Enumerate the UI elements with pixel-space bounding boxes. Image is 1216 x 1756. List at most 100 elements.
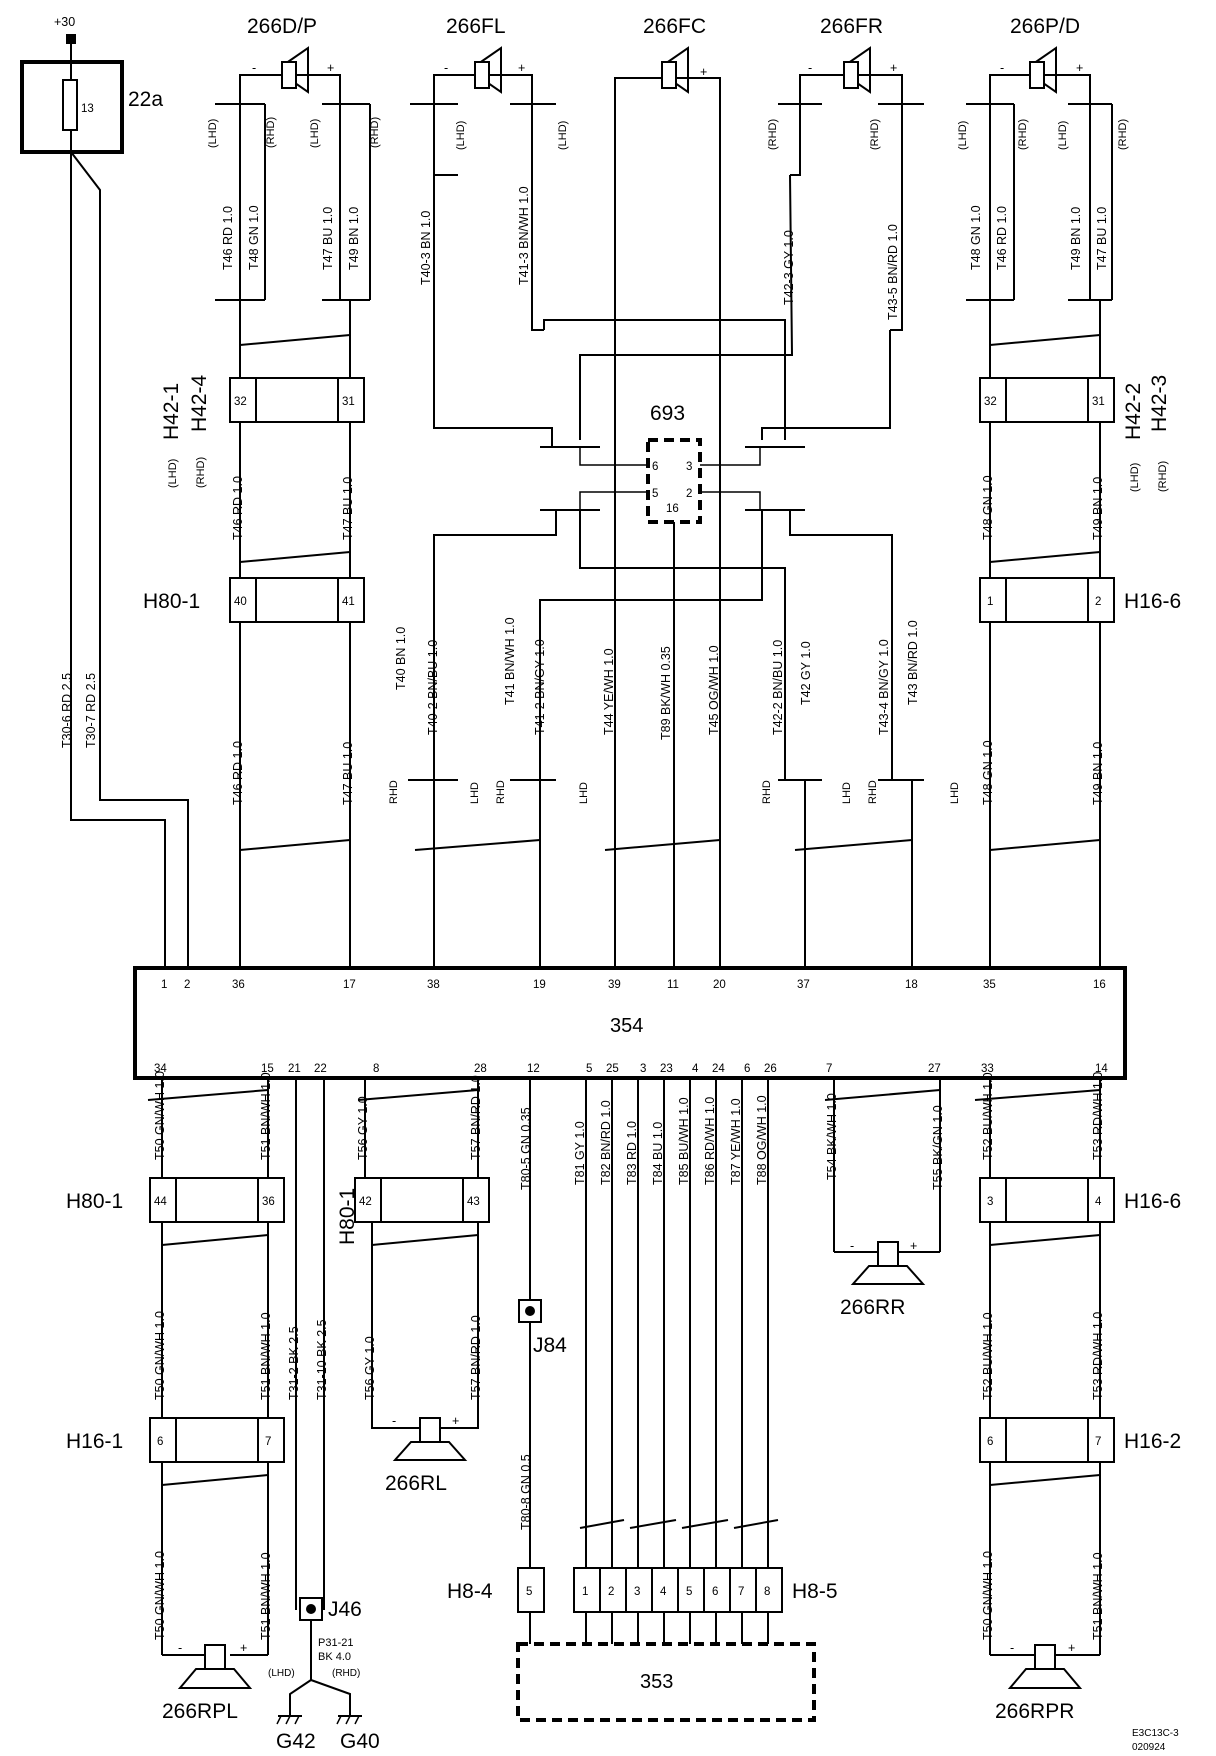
svg-text:21: 21 bbox=[288, 1063, 301, 1075]
svg-text:T49 BN 1.0: T49 BN 1.0 bbox=[1091, 477, 1105, 540]
svg-text:23: 23 bbox=[660, 1063, 673, 1075]
svg-text:T48 GN 1.0: T48 GN 1.0 bbox=[969, 205, 983, 270]
svg-text:15: 15 bbox=[261, 1063, 274, 1075]
speaker-266d-p: 266D/P - + (LHD) (RHD) (LHD) (RHD) T46 R… bbox=[207, 15, 381, 301]
svg-text:(RHD): (RHD) bbox=[265, 117, 277, 148]
svg-text:H42-1: H42-1 bbox=[160, 383, 183, 440]
svg-text:8: 8 bbox=[764, 1586, 770, 1598]
svg-text:RHD: RHD bbox=[867, 780, 879, 804]
svg-text:H16-6: H16-6 bbox=[1124, 1190, 1181, 1213]
svg-text:H16-6: H16-6 bbox=[1124, 590, 1181, 613]
svg-text:(RHD): (RHD) bbox=[767, 119, 779, 150]
svg-text:T48 GN 1.0: T48 GN 1.0 bbox=[247, 205, 261, 270]
svg-text:(RHD): (RHD) bbox=[369, 117, 381, 148]
svg-text:24: 24 bbox=[712, 1063, 725, 1075]
svg-text:J84: J84 bbox=[533, 1334, 567, 1357]
svg-text:36: 36 bbox=[232, 979, 245, 991]
svg-text:36: 36 bbox=[262, 1196, 275, 1208]
svg-text:H42-3: H42-3 bbox=[1148, 375, 1171, 432]
svg-text:T85 BU/WH 1.0: T85 BU/WH 1.0 bbox=[677, 1097, 691, 1185]
svg-text:T89 BK/WH 0.35: T89 BK/WH 0.35 bbox=[659, 646, 673, 740]
svg-text:T53 RD/WH 1.0: T53 RD/WH 1.0 bbox=[1091, 1312, 1105, 1400]
svg-text:T52 BU/WH 1.0: T52 BU/WH 1.0 bbox=[981, 1072, 995, 1160]
svg-text:37: 37 bbox=[797, 979, 810, 991]
svg-text:8: 8 bbox=[373, 1063, 379, 1075]
svg-text:1: 1 bbox=[161, 979, 167, 991]
svg-text:6: 6 bbox=[744, 1063, 750, 1075]
svg-text:T49 BN 1.0: T49 BN 1.0 bbox=[347, 207, 361, 270]
svg-text:T51 BN/WH 1.0: T51 BN/WH 1.0 bbox=[1091, 1552, 1105, 1640]
svg-text:T50 GN/WH 1.0: T50 GN/WH 1.0 bbox=[981, 1551, 995, 1640]
svg-text:+: + bbox=[910, 1239, 917, 1253]
svg-text:20: 20 bbox=[713, 979, 726, 991]
svg-text:27: 27 bbox=[928, 1063, 941, 1075]
svg-text:+: + bbox=[1068, 1641, 1075, 1655]
svg-text:T50 GN/WH 1.0: T50 GN/WH 1.0 bbox=[153, 1551, 167, 1640]
svg-text:T40-3 BN 1.0: T40-3 BN 1.0 bbox=[419, 211, 433, 285]
svg-text:5: 5 bbox=[686, 1586, 692, 1598]
svg-text:1: 1 bbox=[582, 1586, 588, 1598]
rear-right-chain: T54 BK/WH 1.0 T55 BK/GN 1.0 - + 266RR bbox=[824, 1078, 945, 1319]
svg-text:H80-1: H80-1 bbox=[66, 1190, 123, 1213]
svg-text:34: 34 bbox=[154, 1063, 167, 1075]
svg-text:T53 RD/WH 1.0: T53 RD/WH 1.0 bbox=[1091, 1072, 1105, 1160]
svg-text:RHD: RHD bbox=[495, 780, 507, 804]
svg-text:5: 5 bbox=[586, 1063, 592, 1075]
svg-text:19: 19 bbox=[533, 979, 546, 991]
svg-text:T47 BU 1.0: T47 BU 1.0 bbox=[1095, 207, 1109, 270]
svg-text:(LHD): (LHD) bbox=[557, 121, 569, 150]
svg-text:266RL: 266RL bbox=[385, 1472, 447, 1495]
svg-text:T84 BU 1.0: T84 BU 1.0 bbox=[651, 1122, 665, 1185]
svg-text:T55 BK/GN 1.0: T55 BK/GN 1.0 bbox=[931, 1105, 945, 1190]
svg-text:25: 25 bbox=[606, 1063, 619, 1075]
svg-text:T87 YE/WH 1.0: T87 YE/WH 1.0 bbox=[729, 1098, 743, 1185]
speaker-icon bbox=[392, 1441, 468, 1461]
speaker-266fl: 266FL - + (LHD) (LHD) T40-3 BN 1.0 T41-3… bbox=[410, 15, 569, 331]
connector-h42-left: 32 31 H42-1 H42-4 (LHD) (RHD) T46 RD 1.0… bbox=[160, 300, 365, 578]
power-feed: +30 bbox=[54, 15, 76, 62]
svg-text:39: 39 bbox=[608, 979, 621, 991]
svg-text:T50 GN/WH 1.0: T50 GN/WH 1.0 bbox=[153, 1071, 167, 1160]
power-label: +30 bbox=[54, 15, 75, 29]
fuse-22a: 13 22a bbox=[20, 60, 163, 154]
svg-text:T51 BN/WH 1.0: T51 BN/WH 1.0 bbox=[259, 1072, 273, 1160]
svg-text:H16-1: H16-1 bbox=[66, 1430, 123, 1453]
ground-icon bbox=[336, 1715, 362, 1725]
module-top-pins: 1 2 36 17 38 19 39 11 20 37 18 35 16 bbox=[161, 979, 1106, 991]
svg-text:H42-4: H42-4 bbox=[188, 374, 211, 432]
svg-text:T48 GN 1.0: T48 GN 1.0 bbox=[981, 475, 995, 540]
svg-text:(LHD): (LHD) bbox=[167, 459, 179, 488]
svg-text:35: 35 bbox=[983, 979, 996, 991]
svg-text:16: 16 bbox=[1093, 979, 1106, 991]
svg-text:LHD: LHD bbox=[469, 782, 481, 804]
svg-text:31: 31 bbox=[1092, 396, 1105, 408]
svg-text:H80-1: H80-1 bbox=[143, 590, 200, 613]
fuse-element bbox=[62, 79, 78, 131]
speaker-label: 266FL bbox=[446, 15, 506, 38]
svg-text:18: 18 bbox=[905, 979, 918, 991]
svg-text:42: 42 bbox=[359, 1196, 372, 1208]
svg-text:T46 RD 1.0: T46 RD 1.0 bbox=[221, 206, 235, 270]
j84-chain: T80-5 GN 0.35 J84 T80-8 GN 0.5 5 H8-4 bbox=[447, 1078, 567, 1644]
svg-text:7: 7 bbox=[1095, 1436, 1101, 1448]
svg-text:T41 BN/WH 1.0: T41 BN/WH 1.0 bbox=[503, 617, 517, 705]
svg-text:-: - bbox=[252, 61, 256, 75]
svg-text:2: 2 bbox=[184, 979, 190, 991]
mid-wire-labels: T40 BN 1.0 T40-2 BN/BU 1.0 T41 BN/WH 1.0… bbox=[388, 617, 961, 968]
svg-text:T80-8 GN 0.5: T80-8 GN 0.5 bbox=[519, 1454, 533, 1530]
svg-text:6: 6 bbox=[987, 1436, 993, 1448]
speaker-label: 266FC bbox=[643, 15, 706, 38]
rear-right-pillar-chain: T52 BU/WH 1.0 T53 RD/WH 1.0 3 4 H16-6 T5… bbox=[974, 1072, 1181, 1723]
svg-text:T42 GY 1.0: T42 GY 1.0 bbox=[799, 641, 813, 705]
svg-text:28: 28 bbox=[474, 1063, 487, 1075]
svg-text:6: 6 bbox=[652, 461, 658, 473]
svg-text:T83 RD 1.0: T83 RD 1.0 bbox=[625, 1121, 639, 1185]
fuse-label: 22a bbox=[128, 88, 163, 111]
speaker-icon bbox=[1007, 1668, 1083, 1689]
svg-text:33: 33 bbox=[981, 1063, 994, 1075]
svg-text:RHD: RHD bbox=[388, 780, 400, 804]
ground-icon bbox=[276, 1715, 302, 1725]
module-bottom-pins: 34 15 21 22 8 28 12 5 25 3 23 4 24 6 26 … bbox=[154, 1063, 1108, 1075]
svg-text:3: 3 bbox=[686, 461, 692, 473]
